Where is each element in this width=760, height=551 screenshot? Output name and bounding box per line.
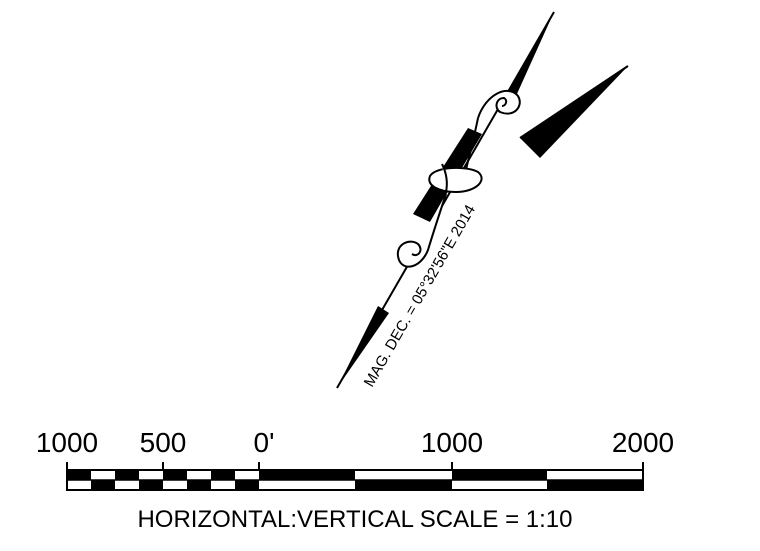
scale-bar: 1000 500 0' 1000 2000 bbox=[36, 427, 674, 533]
declination-label: MAG. DEC. = 05°32'56"E 2014 bbox=[361, 202, 479, 390]
needle-bottom-tip-icon bbox=[337, 306, 389, 388]
scroll-ribbon-icon bbox=[396, 90, 521, 268]
scale-tick-label-0: 0' bbox=[254, 427, 275, 458]
magnetic-north-half-arrow-icon bbox=[520, 66, 628, 158]
scale-tick-label-2000: 2000 bbox=[612, 427, 674, 458]
scale-tick-label-1000-left: 1000 bbox=[36, 427, 98, 458]
north-arrow: MAG. DEC. = 05°32'56"E 2014 bbox=[336, 11, 629, 390]
scale-tick-label-500: 500 bbox=[140, 427, 187, 458]
needle-top-tip-icon bbox=[508, 12, 554, 96]
scale-caption: HORIZONTAL:VERTICAL SCALE = 1:10 bbox=[137, 506, 572, 533]
magnetic-north-line bbox=[519, 65, 629, 139]
scale-tick-label-1000-right: 1000 bbox=[421, 427, 483, 458]
scale-checker-right bbox=[259, 470, 643, 490]
scale-checker-left bbox=[67, 470, 259, 490]
